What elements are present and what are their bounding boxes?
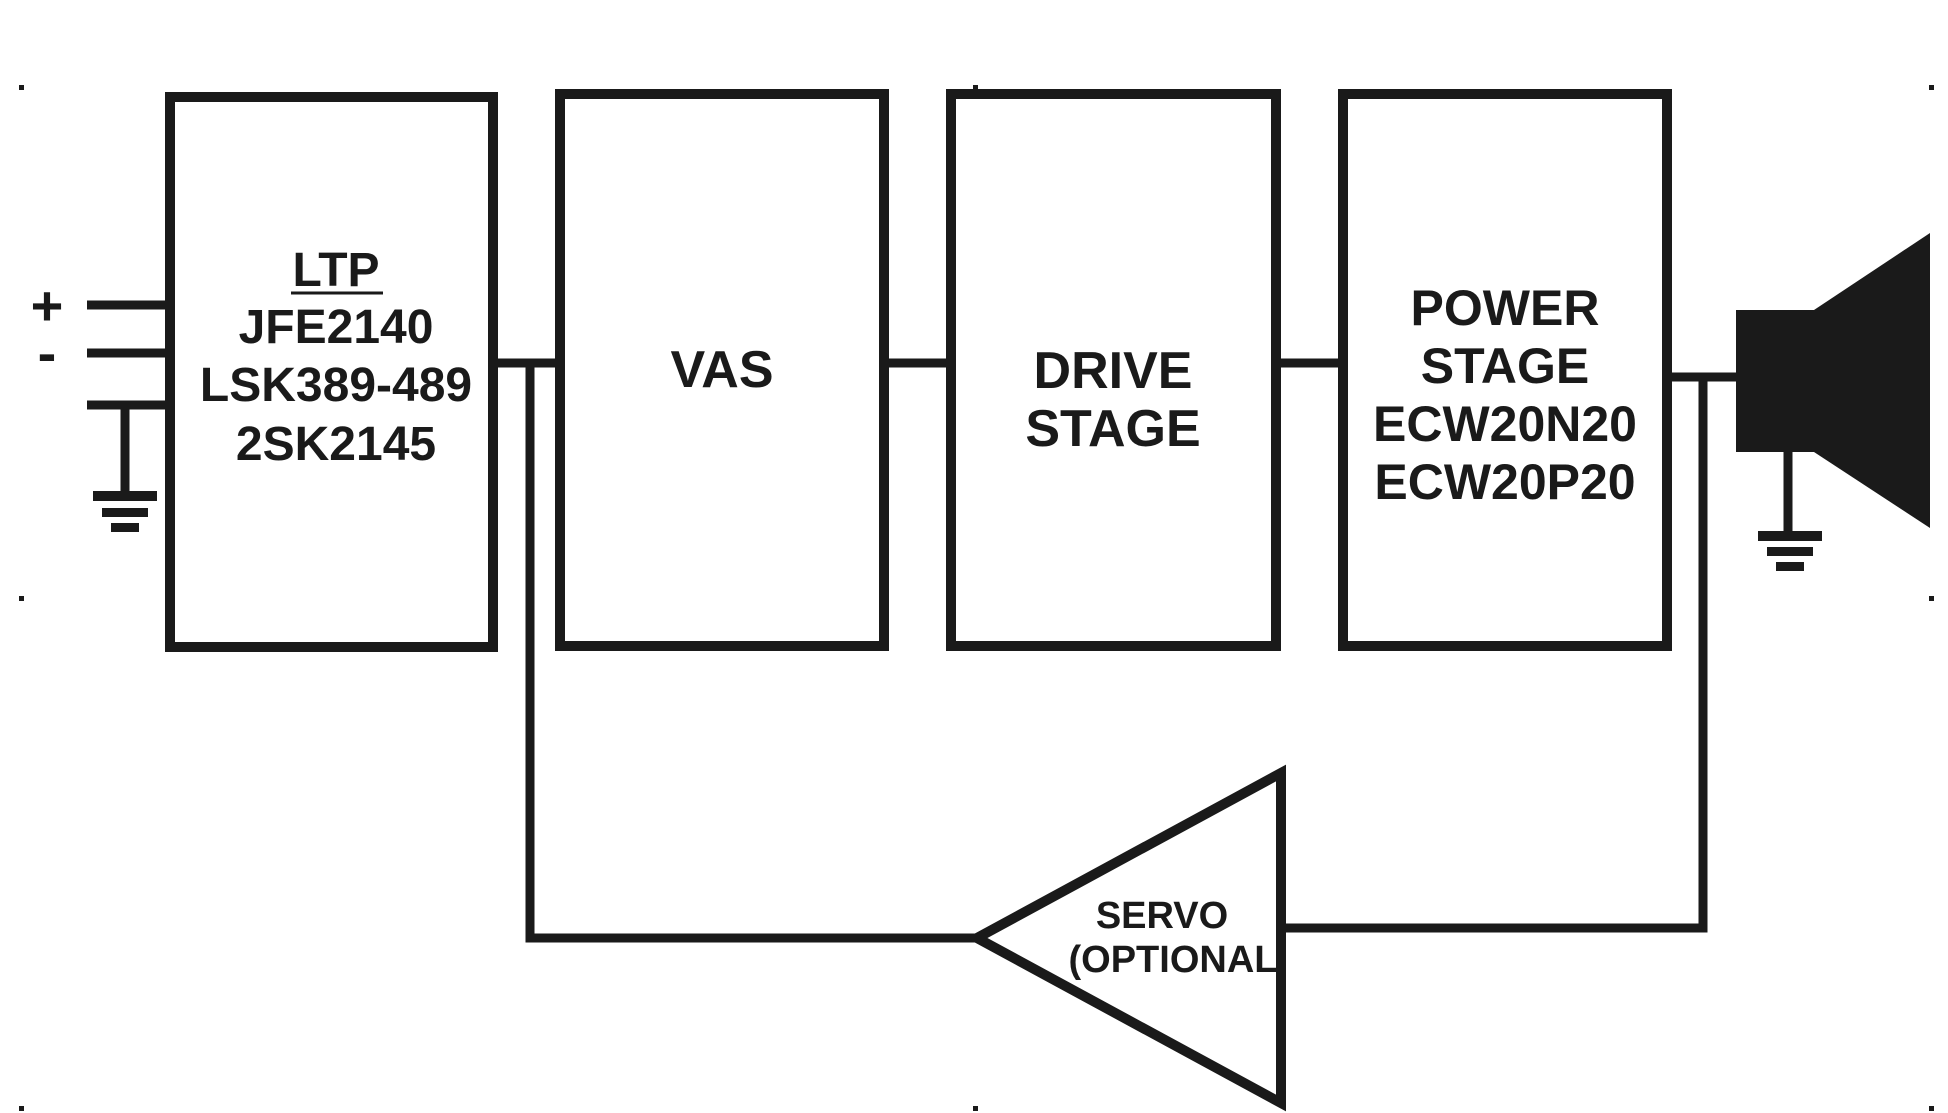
servo-loop-wires <box>525 363 1708 943</box>
supply-plus-label: + <box>31 274 64 337</box>
power-stage-line-3: ECW20N20 <box>1373 396 1637 452</box>
servo-amplifier-triangle <box>966 764 1286 1112</box>
supply-terminals <box>87 300 170 495</box>
ltp-line-2: LSK389-489 <box>200 359 472 412</box>
registration-marks <box>19 85 1934 1111</box>
speaker-icon <box>1736 233 1930 528</box>
ltp-line-1: JFE2140 <box>239 301 434 354</box>
ltp-line-3: 2SK2145 <box>236 418 436 471</box>
supply-minus-label: - <box>38 321 57 384</box>
vas-label: VAS <box>670 341 773 399</box>
power-stage-line-4: ECW20P20 <box>1374 454 1635 510</box>
drive-stage-line-1: DRIVE <box>1034 342 1193 400</box>
drive-stage-line-2: STAGE <box>1025 400 1200 458</box>
drive-stage-block <box>946 89 1281 651</box>
ltp-title: LTP <box>292 244 379 297</box>
power-stage-line-1: POWER <box>1411 280 1600 336</box>
vas-block <box>555 89 889 651</box>
servo-line-1: SERVO <box>1096 895 1228 937</box>
power-stage-line-2: STAGE <box>1421 338 1590 394</box>
ground-icon <box>1758 531 1822 571</box>
ground-icon <box>93 491 157 532</box>
ltp-block <box>165 92 498 652</box>
servo-line-2: (OPTIONAL <box>1069 939 1278 981</box>
power-stage-block <box>1338 89 1672 651</box>
